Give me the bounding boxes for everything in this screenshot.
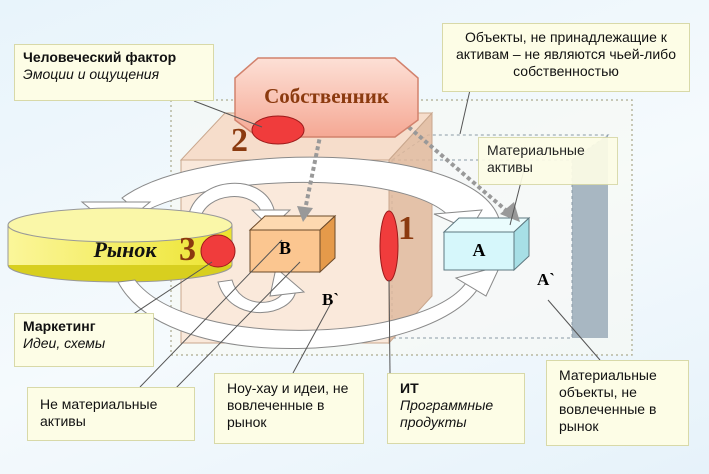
it-title: ИТ	[400, 380, 419, 396]
non-assets-text: Объекты, не принадлежащие к активам – не…	[456, 29, 676, 79]
inner-arrowhead-b-lower	[269, 267, 306, 297]
callout-it: ИТ Программные продукты	[387, 373, 525, 444]
cube-a-front	[443, 231, 515, 271]
cycle-arrowhead-bottom-right	[454, 265, 501, 297]
marketing-title: Маркетинг	[23, 318, 96, 334]
cube-b-label: B	[278, 238, 291, 258]
a-prime-label: A`	[537, 270, 555, 289]
owner-to-a-arrow	[396, 116, 510, 214]
number-3: 3	[179, 231, 196, 268]
owner-label: Собственник	[264, 84, 389, 108]
callout-human-factor: Человеческий фактор Эмоции и ощущения	[14, 44, 214, 101]
market-label: Рынок	[93, 237, 157, 262]
it-subtitle: Программные продукты	[400, 397, 494, 430]
knowhow-text: Ноу-хау и идеи, не вовлеченные в рынок	[227, 380, 349, 430]
box-a-prime-side	[572, 135, 608, 338]
intangible-text: Не материальные активы	[40, 396, 158, 429]
red-marker-3	[200, 234, 236, 268]
callout-marketing: Маркетинг Идеи, схемы	[14, 313, 154, 367]
human-factor-subtitle: Эмоции и ощущения	[23, 66, 160, 82]
callout-material-objects: Материальные объекты, не вовлеченные в р…	[546, 360, 689, 446]
number-1: 1	[398, 210, 415, 247]
red-marker-1	[379, 210, 399, 282]
material-assets-text: Материальные активы	[487, 142, 585, 175]
callout-lines	[81, 89, 601, 393]
cube-b-front	[249, 229, 321, 273]
cycle-arrow-top	[121, 156, 501, 227]
b-prime-label: B`	[322, 290, 339, 309]
number-2: 2	[231, 122, 248, 159]
human-factor-title: Человеческий фактор	[23, 49, 177, 65]
callout-knowhow: Ноу-хау и идеи, не вовлеченные в рынок	[214, 373, 364, 444]
marketing-subtitle: Идеи, схемы	[23, 335, 106, 351]
callout-material-assets: Материальные активы	[478, 137, 618, 185]
callout-non-assets: Объекты, не принадлежащие к активам – не…	[442, 23, 690, 92]
material-objects-text: Материальные объекты, не вовлеченные в р…	[559, 367, 657, 434]
cube-a-label: A	[472, 240, 486, 260]
callout-intangible: Не материальные активы	[27, 387, 195, 441]
red-marker-2	[251, 115, 305, 145]
market-cylinder-top	[7, 207, 233, 243]
